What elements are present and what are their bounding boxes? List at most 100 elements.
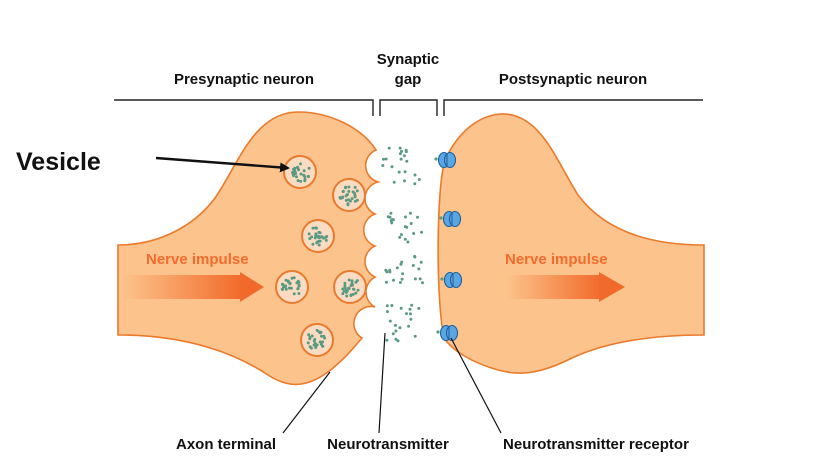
nerve-impulse-label-right: Nerve impulse	[505, 251, 608, 268]
neurotransmitter-dot	[404, 215, 407, 219]
neurotransmitter-dot	[389, 211, 393, 215]
vesicle	[301, 219, 335, 253]
neurotransmitter-dot	[413, 173, 417, 177]
vesicle	[333, 270, 367, 304]
neurotransmitter-dot	[413, 277, 417, 281]
neurotransmitter-dot	[417, 267, 421, 271]
neurotransmitter-dot	[399, 157, 403, 161]
receptor	[439, 210, 462, 228]
vesicle	[283, 155, 317, 189]
neurotransmitter-dot	[403, 179, 406, 183]
neurotransmitter-dot	[400, 277, 404, 281]
impulse-arrow-right	[506, 272, 625, 302]
neurotransmitter-dot	[409, 312, 412, 316]
neurotransmitter-dot	[392, 180, 396, 184]
neurotransmitter-dot	[405, 159, 409, 163]
neurotransmitter-dot	[413, 334, 417, 338]
vesicle	[300, 323, 334, 357]
neurotransmitter-dot	[403, 237, 407, 241]
neurotransmitter-dot	[390, 165, 394, 169]
neurotransmitter-dot	[398, 281, 402, 284]
postsynaptic-header: Postsynaptic neuron	[499, 71, 647, 88]
neurotransmitter-dot	[385, 304, 389, 308]
neurotransmitter-dot	[386, 310, 389, 314]
neurotransmitter-dot	[417, 306, 421, 310]
neurotransmitter-dot	[410, 303, 414, 307]
neurotransmitter-dot	[390, 218, 394, 222]
neurotransmitter-dot	[407, 324, 411, 328]
neurotransmitter-dot	[392, 278, 395, 282]
receptor	[440, 271, 463, 289]
neurotransmitter-dot	[403, 170, 407, 174]
neurotransmitter-receptor-label: Neurotransmitter receptor	[503, 436, 689, 453]
neurotransmitter-dot	[412, 232, 416, 235]
receptor	[436, 324, 459, 342]
neurotransmitter-dot	[388, 319, 392, 323]
neurotransmitter-dot	[400, 149, 403, 153]
neurotransmitter-dot	[420, 230, 424, 234]
neurotransmitter-dot	[413, 255, 417, 259]
neurotransmitter-dot	[408, 307, 412, 311]
neurotransmitter-dot	[409, 222, 413, 225]
neurotransmitter-dot	[399, 233, 403, 237]
presynaptic-header: Presynaptic neuron	[174, 71, 314, 88]
neurotransmitter-dot	[406, 240, 410, 244]
presynaptic-bracket	[114, 99, 374, 116]
neurotransmitter-dot	[382, 157, 385, 161]
neurotransmitter-dot	[402, 154, 406, 158]
vesicle-label: Vesicle	[16, 148, 101, 176]
neurotransmitter-dot	[401, 272, 405, 276]
axon-terminal-label: Axon terminal	[176, 436, 276, 453]
neurotransmitter-dot	[385, 338, 389, 342]
neurotransmitter-dot	[384, 280, 388, 284]
neurotransmitter-dot	[394, 329, 398, 333]
receptor	[434, 151, 457, 169]
synaptic-gap-header-line2: gap	[395, 71, 422, 88]
receptor-leader	[450, 337, 502, 434]
neurotransmitter-dot	[398, 146, 402, 150]
impulse-arrow-left	[122, 272, 264, 302]
postsynaptic-neuron-shape	[437, 113, 705, 374]
neurotransmitter-dot	[409, 317, 413, 321]
neurotransmitter-dot	[419, 260, 423, 264]
axon-terminal-leader	[282, 371, 331, 434]
vesicle-pointer-arrow	[155, 156, 290, 173]
neurotransmitter-dot	[384, 157, 388, 161]
neurotransmitter-label: Neurotransmitter	[327, 436, 449, 453]
vesicles	[275, 155, 367, 357]
neurotransmitter-dot	[385, 270, 389, 274]
presynaptic-neuron-shape	[117, 111, 382, 386]
vesicle	[275, 270, 309, 304]
neurotransmitter-dot	[408, 211, 412, 215]
neurotransmitter-dot	[387, 146, 391, 150]
neurotransmitter-dot	[411, 264, 415, 267]
neurotransmitter-dot	[398, 326, 402, 330]
neurotransmitter-dot	[405, 312, 408, 316]
neurotransmitter-dot	[388, 215, 392, 219]
header-brackets	[114, 99, 703, 116]
neurotransmitter-dot	[388, 268, 392, 272]
neurotransmitter-dot	[393, 323, 397, 327]
neurotransmitter-dot	[399, 262, 403, 266]
neurotransmitter-dot	[403, 225, 407, 229]
neurotransmitter-dot	[397, 170, 401, 174]
neurotransmitter-dot	[416, 215, 419, 219]
neurotransmitter-dot	[417, 178, 421, 181]
postsynaptic-bracket	[443, 99, 703, 116]
synaptic-gap-bracket	[379, 99, 438, 116]
neurotransmitter-dot	[396, 339, 400, 343]
neurotransmitter-dot	[421, 281, 424, 285]
neurotransmitter-dot	[413, 182, 417, 186]
neurotransmitter-dot	[390, 304, 394, 307]
neurotransmitter-dots	[381, 146, 424, 343]
nerve-impulse-label-left: Nerve impulse	[146, 251, 249, 268]
synaptic-gap-header-line1: Synaptic	[377, 51, 440, 68]
neurotransmitter-leader	[378, 332, 386, 434]
neurotransmitter-receptors	[434, 151, 463, 342]
neurotransmitter-dot	[391, 332, 395, 336]
neurotransmitter-dot	[399, 306, 403, 310]
vesicle	[332, 178, 366, 212]
neurotransmitter-dot	[398, 235, 402, 239]
